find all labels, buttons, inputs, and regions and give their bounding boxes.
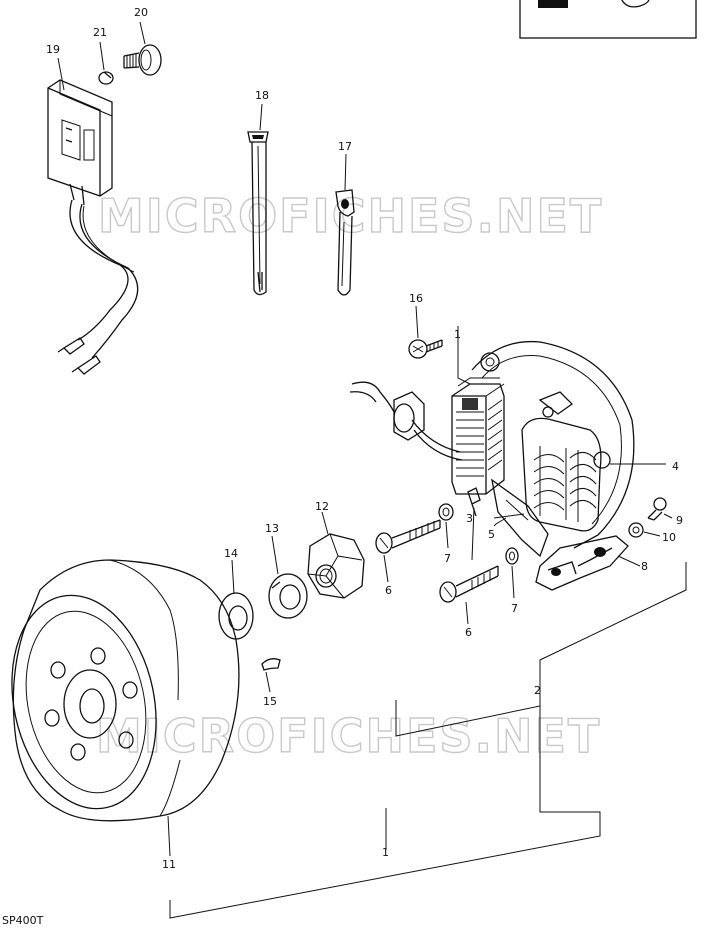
label-14: 14 [224, 547, 238, 560]
footer-code: SP400T [2, 914, 44, 927]
screw-part-6b [439, 565, 499, 603]
strap-part-17 [335, 189, 355, 296]
label-2: 2 [534, 684, 541, 697]
regulator-part-19 [47, 79, 139, 375]
strap-part-18 [247, 131, 269, 296]
label-7b: 7 [511, 602, 518, 615]
watermark-bottom: MICROFICHES.NET [96, 709, 601, 763]
screw-part-16 [408, 339, 443, 359]
label-12: 12 [315, 500, 329, 513]
spring-washer-part-13 [268, 573, 308, 619]
screw-part-9 [647, 497, 667, 521]
key-part-15 [261, 658, 281, 671]
stator-assembly [349, 340, 635, 558]
leader-lines [57, 21, 687, 919]
label-5: 5 [488, 528, 495, 541]
washer-part-14 [218, 592, 254, 640]
washer-part-7a [438, 503, 454, 521]
label-6b: 6 [465, 626, 472, 639]
label-17: 17 [338, 140, 352, 153]
watermark-top: MICROFICHES.NET [98, 189, 603, 243]
pickup-part-8 [535, 535, 629, 591]
label-3: 3 [466, 512, 473, 525]
label-11: 11 [162, 858, 176, 871]
washer-part-10 [628, 522, 644, 538]
screw-part-20 [123, 44, 162, 76]
label-4: 4 [672, 460, 679, 473]
label-20: 20 [134, 6, 148, 19]
label-1-bottom: 1 [382, 846, 389, 859]
label-21: 21 [93, 26, 107, 39]
washer-part-21 [98, 71, 114, 85]
label-9: 9 [676, 514, 683, 527]
screw-part-6a [375, 519, 441, 554]
flywheel-part-11 [11, 559, 240, 822]
label-19: 19 [46, 43, 60, 56]
label-16: 16 [409, 292, 423, 305]
label-15: 15 [263, 695, 277, 708]
label-6a: 6 [385, 584, 392, 597]
label-7a: 7 [444, 552, 451, 565]
page-corner-box [519, 0, 697, 39]
label-1-top: 1 [454, 328, 461, 341]
part-labels: 20 21 19 18 17 16 1 4 3 5 9 10 7 8 6 7 6… [2, 6, 683, 927]
label-8: 8 [641, 560, 648, 573]
label-18: 18 [255, 89, 269, 102]
label-13: 13 [265, 522, 279, 535]
washer-part-7b [505, 547, 519, 565]
nut-part-12 [307, 533, 365, 599]
label-10: 10 [662, 531, 676, 544]
